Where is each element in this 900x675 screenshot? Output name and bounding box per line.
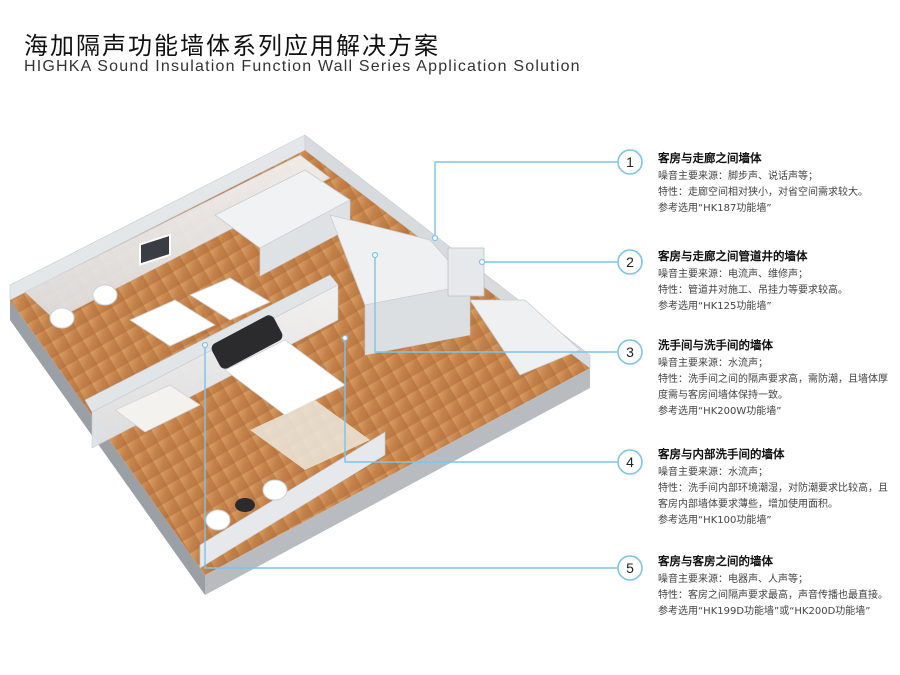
marker-2-number: 2 bbox=[626, 254, 634, 270]
page-title: 海加隔声功能墙体系列应用解决方案 bbox=[24, 32, 440, 60]
leader-line-5 bbox=[204, 345, 617, 569]
armchair-3 bbox=[205, 509, 231, 531]
marker-4-number: 4 bbox=[626, 454, 634, 470]
callout-1: 客房与走廊之间墙体 噪音主要来源：脚步声、说话声等； 特性：走廊空间相对狭小，对… bbox=[658, 150, 894, 217]
armchair-2 bbox=[92, 284, 118, 306]
leader-dots bbox=[201, 234, 486, 349]
bed-upper-2 bbox=[189, 277, 271, 321]
callout-2-noise: 噪音主要来源：电流声、维修声； bbox=[658, 269, 808, 280]
leader-dot-3 bbox=[371, 251, 379, 259]
callout-1-reference: 参考选用“HK187功能墙” bbox=[658, 203, 772, 214]
round-table bbox=[235, 498, 255, 512]
bathroom-block-right bbox=[469, 299, 581, 376]
marker-1: 1 bbox=[617, 149, 643, 175]
sofa bbox=[114, 384, 201, 433]
rug bbox=[250, 400, 370, 470]
callout-3-reference: 参考选用“HK200W功能墙” bbox=[658, 406, 782, 417]
tv-screen bbox=[139, 233, 171, 266]
floor-slab-front bbox=[205, 368, 590, 595]
callout-5-reference: 参考选用“HK199D功能墙”或“HK200D功能墙” bbox=[658, 606, 871, 617]
headboard bbox=[211, 315, 283, 369]
bathroom-block-middle-wall bbox=[364, 284, 471, 356]
callout-2-feature: 特性：管道井对施工、吊挂力等要求较高。 bbox=[658, 285, 848, 296]
armchair-4 bbox=[262, 479, 288, 501]
floor-slab-side bbox=[10, 300, 205, 595]
callout-1-noise: 噪音主要来源：脚步声、说话声等； bbox=[658, 171, 818, 182]
callout-5-noise: 噪音主要来源：电器声、人声等； bbox=[658, 574, 808, 585]
armchair-1 bbox=[49, 307, 75, 329]
callout-4-title: 客房与内部洗手间的墙体 bbox=[658, 447, 785, 461]
callout-1-feature: 特性：走廊空间相对狭小，对省空间需求较大。 bbox=[658, 187, 868, 198]
leader-dot-5 bbox=[201, 341, 209, 349]
front-wall-lower bbox=[199, 431, 386, 569]
callout-3-noise: 噪音主要来源：水流声； bbox=[658, 358, 768, 369]
callout-1-title: 客房与走廊之间墙体 bbox=[658, 151, 762, 165]
marker-1-number: 1 bbox=[626, 154, 634, 170]
marker-2: 2 bbox=[617, 249, 643, 275]
callout-4: 客房与内部洗手间的墙体 噪音主要来源：水流声； 特性：洗手间内部环境潮湿，对防潮… bbox=[658, 446, 894, 529]
leader-lines bbox=[204, 161, 617, 569]
leader-line-3 bbox=[374, 255, 617, 353]
pipe-shaft bbox=[447, 247, 485, 297]
leader-line-4 bbox=[344, 338, 617, 463]
leader-dot-1 bbox=[431, 234, 439, 242]
callout-2: 客房与走廊之间管道井的墙体 噪音主要来源：电流声、维修声； 特性：管道井对施工、… bbox=[658, 248, 894, 315]
leader-dot-4 bbox=[341, 334, 349, 342]
marker-5: 5 bbox=[617, 555, 643, 581]
marker-3: 3 bbox=[617, 339, 643, 365]
marker-3-number: 3 bbox=[626, 344, 634, 360]
callout-4-reference: 参考选用“HK100功能墙” bbox=[658, 515, 772, 526]
page-subtitle: HIGHKA Sound Insulation Function Wall Se… bbox=[24, 58, 581, 75]
marker-4: 4 bbox=[617, 449, 643, 475]
callout-5: 客房与客房之间的墙体 噪音主要来源：电器声、人声等； 特性：客房之间隔声要求最高… bbox=[658, 553, 894, 620]
callout-5-title: 客房与客房之间的墙体 bbox=[658, 554, 773, 568]
leader-dot-2 bbox=[478, 258, 486, 266]
callout-3-feature: 特性：洗手间之间的隔声要求高，需防潮，且墙体厚度需与客房间墙体保持一致。 bbox=[658, 374, 888, 401]
callout-2-title: 客房与走廊之间管道井的墙体 bbox=[658, 249, 808, 263]
callout-5-feature: 特性：客房之间隔声要求最高，声音传播也最直接。 bbox=[658, 590, 888, 601]
callout-4-noise: 噪音主要来源：水流声； bbox=[658, 467, 768, 478]
callout-3: 洗手间与洗手间的墙体 噪音主要来源：水流声； 特性：洗手间之间的隔声要求高，需防… bbox=[658, 337, 894, 420]
callout-4-feature: 特性：洗手间内部环境潮湿，对防潮要求比较高，且客房内部墙体要求薄些，增加使用面积… bbox=[658, 483, 888, 510]
callout-2-reference: 参考选用“HK125功能墙” bbox=[658, 301, 772, 312]
bed-upper-1 bbox=[129, 299, 216, 347]
leader-line-1 bbox=[434, 161, 617, 238]
callout-3-title: 洗手间与洗手间的墙体 bbox=[658, 338, 773, 352]
marker-5-number: 5 bbox=[626, 560, 634, 576]
